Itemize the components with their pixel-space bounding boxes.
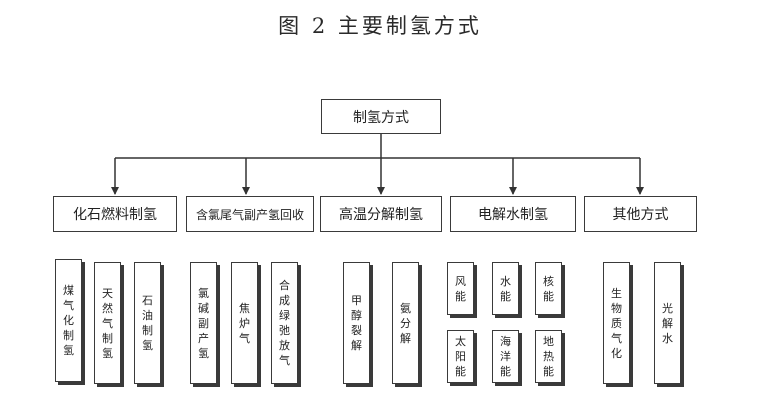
root-node: 制氢方式 <box>321 99 441 134</box>
leaf-ocean: 海洋能 <box>492 330 519 383</box>
category-electrolysis: 电解水制氢 <box>450 196 576 232</box>
leaf-coal-gasification: 煤气化制氢 <box>55 259 82 382</box>
category-other: 其他方式 <box>584 196 697 232</box>
leaf-nuclear: 核能 <box>535 262 562 315</box>
leaf-coke-oven-gas: 焦炉气 <box>231 262 258 384</box>
diagram-title: 图 2 主要制氢方式 <box>278 14 482 38</box>
leaf-natural-gas: 天然气制氢 <box>94 262 121 384</box>
category-fossil-fuel: 化石燃料制氢 <box>53 196 177 232</box>
leaf-photolysis: 光解水 <box>654 262 681 384</box>
leaf-purge-gas: 合成绿弛放气 <box>271 262 298 384</box>
leaf-wind: 风能 <box>447 262 474 315</box>
leaf-chlor-alkali: 氯碱副产氢 <box>190 262 217 384</box>
leaf-methanol-cracking: 甲醇裂解 <box>343 262 370 384</box>
leaf-hydro: 水能 <box>492 262 519 315</box>
leaf-solar: 太阳能 <box>447 330 474 383</box>
category-tail-gas: 含氯尾气副产氢回收 <box>186 196 314 232</box>
leaf-ammonia-decomposition: 氨分解 <box>392 262 419 384</box>
leaf-geothermal: 地热能 <box>535 330 562 383</box>
category-pyrolysis: 高温分解制氢 <box>320 196 442 232</box>
leaf-biomass-gasification: 生物质气化 <box>603 262 630 384</box>
leaf-petroleum: 石油制氢 <box>134 262 161 384</box>
